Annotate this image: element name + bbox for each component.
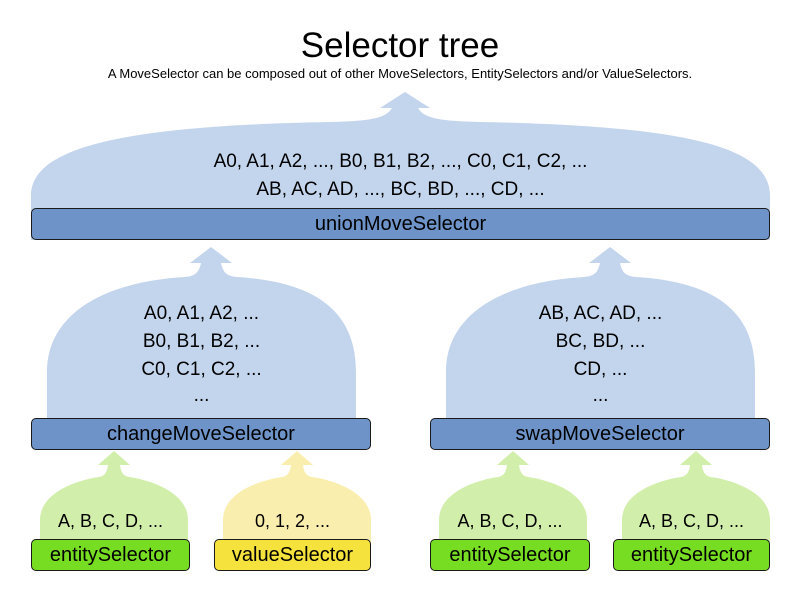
change-move-selector-dome	[47, 247, 356, 424]
change-value-selector-samples: 0, 1, 2, ...	[214, 508, 371, 535]
swap-entity-selector-right-dome	[622, 451, 770, 548]
change-entity-selector-samples: A, B, C, D, ...	[31, 508, 190, 535]
change-sample-line: A0, A1, A2, ...	[143, 303, 260, 324]
swap-move-selector-dome	[446, 247, 755, 424]
swap-move-selector-samples: AB, AC, AD, ... BC, BD, ... CD, ... ...	[446, 300, 755, 408]
entity-sample-line: A, B, C, D, ...	[457, 511, 563, 531]
swap-sample-line: ...	[592, 385, 609, 406]
change-sample-line: ...	[193, 385, 210, 406]
union-sample-line: AB, AC, AD, ..., BC, BD, ..., CD, ...	[256, 179, 545, 200]
entity-sample-line: A, B, C, D, ...	[57, 511, 164, 531]
swap-sample-line: CD, ...	[573, 359, 628, 380]
swap-sample-line: AB, AC, AD, ...	[538, 303, 663, 324]
value-sample-line: 0, 1, 2, ...	[254, 511, 331, 531]
node-swap-entity-selector-left[interactable]: entitySelector	[430, 539, 590, 571]
union-sample-line: A0, A1, A2, ..., B0, B1, B2, ..., C0, C1…	[213, 151, 588, 172]
node-change-entity-selector[interactable]: entitySelector	[31, 539, 190, 571]
change-sample-line: C0, C1, C2, ...	[141, 359, 262, 380]
swap-sample-line: BC, BD, ...	[555, 331, 646, 352]
entity-sample-line: A, B, C, D, ...	[638, 511, 745, 531]
change-sample-line: B0, B1, B2, ...	[142, 331, 261, 352]
change-move-selector-samples: A0, A1, A2, ... B0, B1, B2, ... C0, C1, …	[47, 300, 356, 408]
union-move-selector-dome	[31, 92, 770, 240]
node-change-value-selector[interactable]: valueSelector	[214, 539, 371, 571]
union-move-selector-samples: A0, A1, A2, ..., B0, B1, B2, ..., C0, C1…	[31, 148, 770, 204]
swap-entity-selector-right-samples: A, B, C, D, ...	[613, 508, 770, 535]
change-value-selector-dome	[223, 451, 371, 548]
node-swap-entity-selector-right[interactable]: entitySelector	[613, 539, 770, 571]
swap-entity-selector-left-dome	[439, 451, 587, 548]
page-title: Selector tree	[300, 26, 500, 65]
page-subtitle: A MoveSelector can be composed out of ot…	[107, 66, 693, 81]
node-union-move-selector[interactable]: unionMoveSelector	[31, 208, 770, 240]
swap-entity-selector-left-samples: A, B, C, D, ...	[430, 508, 590, 535]
node-swap-move-selector[interactable]: swapMoveSelector	[430, 418, 770, 450]
node-change-move-selector[interactable]: changeMoveSelector	[31, 418, 371, 450]
change-entity-selector-dome	[40, 451, 188, 548]
